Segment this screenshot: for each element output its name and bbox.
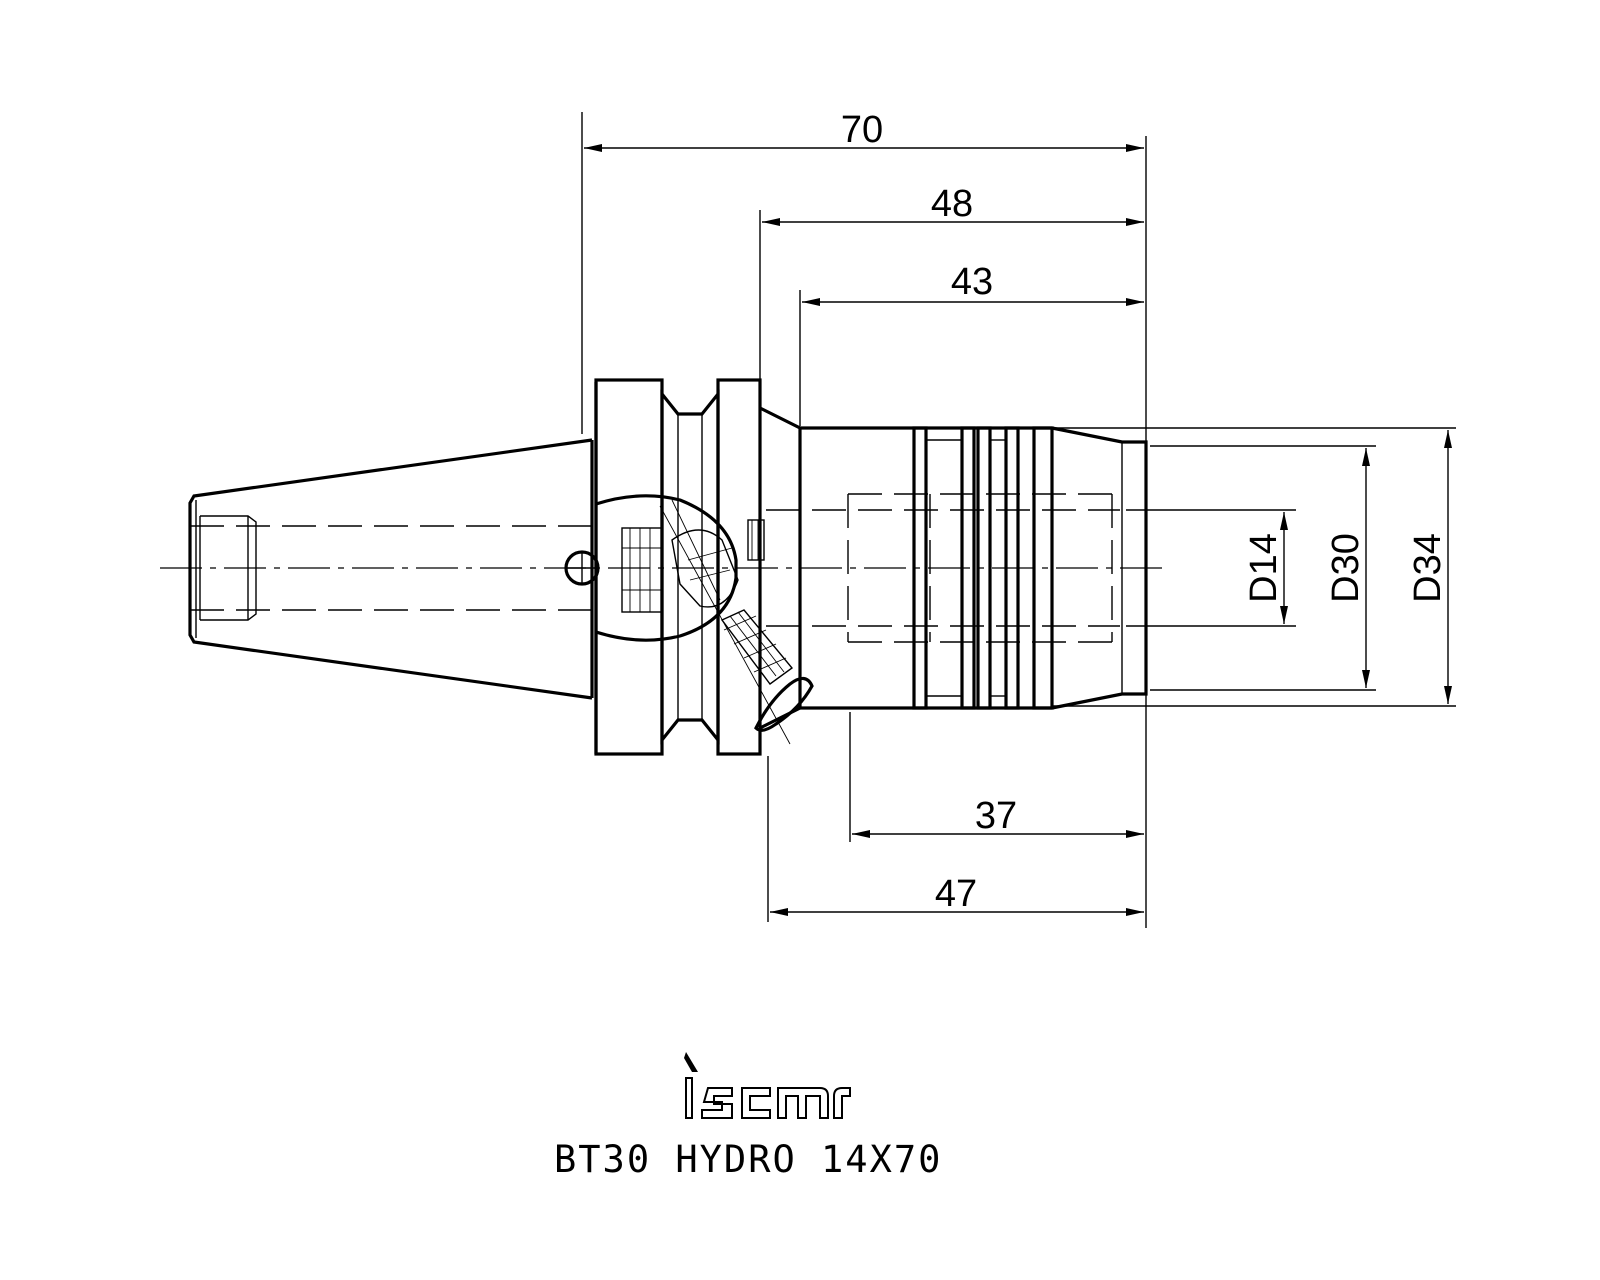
dim-37-arrow-start <box>852 830 870 838</box>
dim-d14-arrow-end <box>1280 606 1288 624</box>
dim-overall-length: 70 <box>841 109 883 151</box>
dim-length-37: 37 <box>975 795 1017 837</box>
dim-70-arrow-end <box>1126 144 1144 152</box>
taper-shank <box>188 438 594 700</box>
dim-37-arrow-end <box>1126 830 1144 838</box>
neck-transition <box>759 406 802 730</box>
dim-70-arrow-start <box>584 144 602 152</box>
model-caption: BT30 HYDRO 14X70 <box>554 1138 942 1181</box>
dim-43-arrow-start <box>802 298 820 306</box>
section-detail <box>564 499 814 745</box>
chuck-body <box>800 426 1148 710</box>
dim-d30-arrow-end <box>1362 670 1370 688</box>
dimension-lines <box>584 144 1452 916</box>
iscar-logo <box>684 1052 851 1119</box>
dim-d14-arrow-start <box>1280 512 1288 530</box>
extension-lines <box>581 112 1456 928</box>
hidden-bore-lines <box>190 493 1120 643</box>
dim-bore-diameter: D14 <box>1243 533 1285 603</box>
dim-d34-arrow-end <box>1444 686 1452 704</box>
v-flange <box>594 378 762 756</box>
dim-d30-arrow-start <box>1362 448 1370 466</box>
dim-48-arrow-end <box>1126 218 1144 226</box>
dim-48-arrow-start <box>762 218 780 226</box>
dim-47-arrow-end <box>1126 908 1144 916</box>
dim-body-diameter: D30 <box>1325 533 1367 603</box>
dim-length-43: 43 <box>951 261 993 303</box>
dim-d34-arrow-start <box>1444 430 1452 448</box>
dim-length-48: 48 <box>931 183 973 225</box>
dim-max-diameter: D34 <box>1407 533 1449 603</box>
dim-length-47: 47 <box>935 873 977 915</box>
dim-47-arrow-start <box>770 908 788 916</box>
dim-43-arrow-end <box>1126 298 1144 306</box>
